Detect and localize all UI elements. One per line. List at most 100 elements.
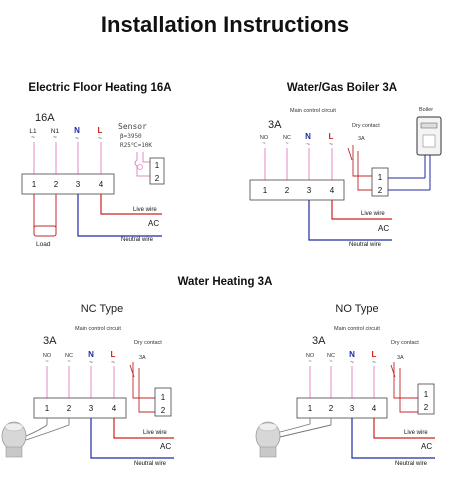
boiler-neutral-wire-label: Neutral wire bbox=[349, 242, 382, 248]
floor-terminal-4: 4 bbox=[99, 180, 104, 189]
nc-dry-amps: 3A bbox=[139, 355, 146, 361]
boiler-terminal-3: 3 bbox=[307, 186, 312, 195]
boiler-ac-label: AC bbox=[378, 224, 389, 233]
sensor-terminal-2: 2 bbox=[155, 174, 160, 183]
nc-terminal-3: 3 bbox=[89, 404, 94, 413]
no-dry-contact: Dry contact bbox=[391, 340, 419, 346]
boiler-amps: 3A bbox=[268, 119, 282, 131]
no-tilde-1: ~ bbox=[308, 359, 311, 365]
water-heading: Water Heating 3A bbox=[178, 276, 273, 288]
floor-neutral-wire-label: Neutral wire bbox=[121, 237, 154, 243]
nc-input-nc: NC bbox=[65, 353, 73, 359]
nc-neutral-wire-label: Neutral wire bbox=[134, 461, 167, 467]
floor-tilde-1: ~ bbox=[31, 134, 35, 141]
floor-neutral-wire bbox=[77, 194, 162, 237]
floor-input-l: L bbox=[98, 126, 103, 135]
floor-tilde-3: ~ bbox=[75, 135, 79, 142]
no-ac-label: AC bbox=[421, 442, 432, 451]
floor-amps: 16A bbox=[35, 112, 55, 124]
water-no-diagram: NO Type 3A Main control circuit Dry cont… bbox=[255, 303, 435, 467]
no-input-no: NO bbox=[306, 353, 315, 359]
floor-terminal-1: 1 bbox=[32, 180, 37, 189]
page-title: Installation Instructions bbox=[101, 12, 349, 37]
floor-live-wire bbox=[100, 194, 162, 215]
nc-live-wire-label: Live wire bbox=[143, 430, 167, 436]
no-live-wire bbox=[373, 418, 435, 439]
boiler-dry-terminal-2: 2 bbox=[378, 186, 383, 195]
sensor-terminal-1: 1 bbox=[155, 161, 160, 170]
nc-tilde-4: ~ bbox=[111, 359, 115, 366]
floor-tilde-2: ~ bbox=[53, 134, 57, 141]
boiler-tilde-4: ~ bbox=[329, 141, 333, 148]
no-input-l: L bbox=[372, 350, 377, 359]
no-tilde-2: ~ bbox=[329, 359, 332, 365]
boiler-diagram: Water/Gas Boiler 3A 3A Main control circ… bbox=[249, 82, 442, 248]
nc-terminal-block bbox=[33, 397, 127, 419]
boiler-input-l: L bbox=[329, 132, 334, 141]
floor-terminal-2: 2 bbox=[54, 180, 59, 189]
floor-heating-diagram: Electric Floor Heating 16A 16A L1 ~ N1 ~… bbox=[21, 82, 172, 248]
boiler-dry-switch bbox=[347, 147, 353, 161]
nc-dry-terminal-block bbox=[154, 387, 172, 417]
nc-amps: 3A bbox=[43, 335, 57, 347]
nc-input-no: NO bbox=[43, 353, 52, 359]
floor-input-n: N bbox=[74, 126, 80, 135]
sensor-terminal-block bbox=[149, 157, 165, 185]
floor-input-l1: L1 bbox=[29, 128, 37, 135]
boiler-live-wire bbox=[331, 200, 392, 220]
load-label: Load bbox=[36, 241, 51, 248]
boiler-panel-icon bbox=[422, 134, 436, 148]
no-tilde-4: ~ bbox=[372, 359, 376, 366]
no-neutral-wire bbox=[351, 418, 435, 459]
no-tilde-3: ~ bbox=[350, 359, 354, 366]
boiler-dry-contact: Dry contact bbox=[352, 123, 380, 129]
nc-dry-switch bbox=[129, 364, 135, 378]
boiler-input-no: NO bbox=[260, 135, 269, 141]
boiler-terminal-4: 4 bbox=[330, 186, 335, 195]
nc-heading: NC Type bbox=[81, 303, 124, 315]
nc-dry-contact: Dry contact bbox=[134, 340, 162, 346]
no-input-nc: NC bbox=[327, 353, 335, 359]
no-dry-terminal-1: 1 bbox=[424, 390, 429, 399]
load-element bbox=[33, 225, 57, 237]
boiler-tilde-3: ~ bbox=[306, 141, 310, 148]
no-amps: 3A bbox=[312, 335, 326, 347]
sensor-probe bbox=[137, 164, 143, 170]
no-input-n: N bbox=[349, 350, 355, 359]
no-dry-wire-b bbox=[399, 368, 418, 413]
boiler-dry-terminal-1: 1 bbox=[378, 173, 383, 182]
no-terminal-3: 3 bbox=[350, 404, 355, 413]
no-dry-terminal-block bbox=[417, 383, 435, 415]
nc-tilde-1: ~ bbox=[45, 359, 48, 365]
nc-terminal-4: 4 bbox=[112, 404, 117, 413]
boiler-terminal-block bbox=[249, 179, 345, 201]
no-valve-actuator-icon bbox=[255, 421, 332, 458]
no-dry-wire-a bbox=[393, 362, 418, 399]
floor-heading: Electric Floor Heating 16A bbox=[28, 82, 171, 94]
nc-tilde-2: ~ bbox=[67, 359, 70, 365]
sensor-title: Sensor bbox=[118, 122, 147, 131]
nc-ac-label: AC bbox=[160, 442, 171, 451]
no-dry-switch bbox=[390, 364, 396, 378]
no-dry-terminal-2: 2 bbox=[424, 403, 429, 412]
no-main-control: Main control circuit bbox=[334, 326, 380, 332]
floor-input-n1: N1 bbox=[51, 128, 60, 135]
boiler-input-nc: NC bbox=[283, 135, 291, 141]
floor-ac-label: AC bbox=[148, 219, 159, 228]
floor-terminal-3: 3 bbox=[76, 180, 81, 189]
no-terminal-block bbox=[296, 397, 388, 419]
boiler-input-n: N bbox=[305, 132, 311, 141]
nc-tilde-3: ~ bbox=[89, 359, 93, 366]
nc-dry-wire-b bbox=[138, 368, 155, 413]
boiler-live-wire-label: Live wire bbox=[361, 211, 385, 217]
floor-tilde-4: ~ bbox=[98, 135, 102, 142]
boiler-terminal-2: 2 bbox=[285, 186, 290, 195]
boiler-tilde-1: ~ bbox=[262, 141, 265, 147]
no-neutral-wire-label: Neutral wire bbox=[395, 461, 428, 467]
boiler-tilde-2: ~ bbox=[285, 141, 288, 147]
floor-terminal-block bbox=[21, 173, 115, 195]
no-terminal-4: 4 bbox=[372, 404, 377, 413]
no-terminal-1: 1 bbox=[308, 404, 313, 413]
nc-terminal-1: 1 bbox=[45, 404, 50, 413]
